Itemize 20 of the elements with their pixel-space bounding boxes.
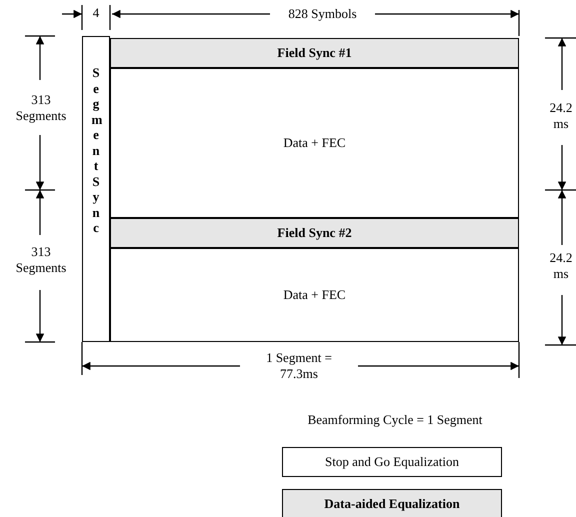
field-sync-band (110, 38, 519, 68)
field-sync-band (110, 218, 519, 248)
dimension-label: 1 Segment = 77.3ms (265, 350, 333, 382)
dimension-label: 24.2 ms (548, 100, 574, 132)
legend-label: Stop and Go Equalization (325, 454, 459, 470)
block-label: Field Sync #2 (277, 225, 352, 241)
dimension-label: 828 Symbols (287, 6, 358, 22)
block-label: Field Sync #1 (277, 45, 352, 61)
caption-text: Beamforming Cycle = 1 Segment (306, 412, 484, 428)
legend-label: Data-aided Equalization (324, 496, 460, 512)
dimension-label: 313 Segments (14, 244, 68, 276)
block-label: Data + FEC (283, 135, 346, 151)
dimension-label: 313 Segments (14, 92, 68, 124)
data-block (110, 248, 519, 342)
vertical-label: Segment Sync (92, 65, 100, 236)
dimension-label: 24.2 ms (548, 250, 574, 282)
segment-sync-column (82, 36, 110, 342)
dimension-label: 4 (92, 5, 100, 21)
block-label: Data + FEC (283, 287, 346, 303)
data-block (110, 68, 519, 218)
